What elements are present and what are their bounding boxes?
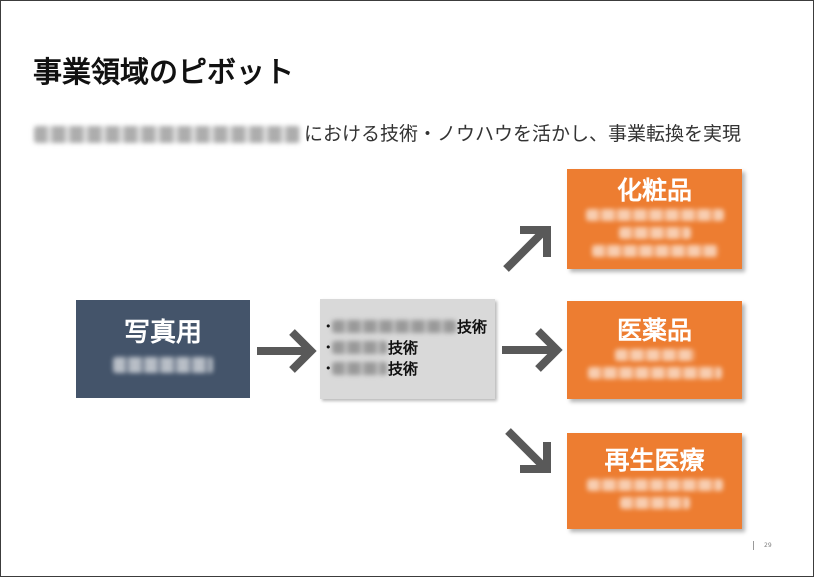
technology-item: • 技術: [325, 337, 495, 358]
bullet: •: [325, 341, 332, 354]
redacted-text: [614, 349, 695, 361]
redacted-text: [332, 341, 387, 354]
arrow-right-icon: [257, 329, 317, 373]
target-box-regenerative-medicine: 再生医療: [567, 433, 742, 529]
page-number-divider: [753, 540, 754, 550]
arrow-up-right-icon: [503, 226, 551, 272]
source-box: 写真用: [76, 300, 250, 398]
technology-item-suffix: 技術: [388, 339, 419, 357]
redacted-text: [332, 362, 387, 375]
redacted-text: [332, 320, 456, 333]
slide-subtitle: における技術・ノウハウを活かし、事業転換を実現: [34, 122, 741, 146]
bullet: •: [325, 320, 332, 333]
redacted-text: [619, 497, 690, 509]
subtitle-text: における技術・ノウハウを活かし、事業転換を実現: [304, 123, 742, 145]
redacted-text: [113, 357, 213, 373]
target-box-label: 医薬品: [616, 316, 692, 345]
technology-box: • 技術 • 技術 • 技術: [320, 299, 495, 399]
redacted-text: [587, 367, 722, 379]
arrow-down-right-icon: [505, 428, 551, 473]
redacted-text: [34, 125, 300, 143]
arrow-right-icon: [502, 328, 563, 372]
technology-item: • 技術: [325, 358, 495, 379]
target-box-label: 再生医療: [604, 446, 705, 475]
technology-item-suffix: 技術: [388, 360, 419, 378]
technology-item-suffix: 技術: [457, 318, 488, 336]
technology-item: • 技術: [325, 316, 495, 337]
target-box-label: 化粧品: [616, 176, 692, 205]
slide-title: 事業領域のピボット: [33, 55, 295, 89]
redacted-text: [618, 227, 691, 239]
redacted-text: [586, 479, 723, 491]
page-number-text: 29: [764, 541, 772, 549]
bullet: •: [325, 362, 332, 375]
target-box-pharmaceuticals: 医薬品: [567, 301, 742, 399]
redacted-text: [585, 209, 724, 221]
page-number: 29: [753, 540, 772, 550]
redacted-text: [591, 245, 718, 257]
target-box-cosmetics: 化粧品: [567, 169, 742, 269]
source-box-label: 写真用: [123, 318, 202, 348]
